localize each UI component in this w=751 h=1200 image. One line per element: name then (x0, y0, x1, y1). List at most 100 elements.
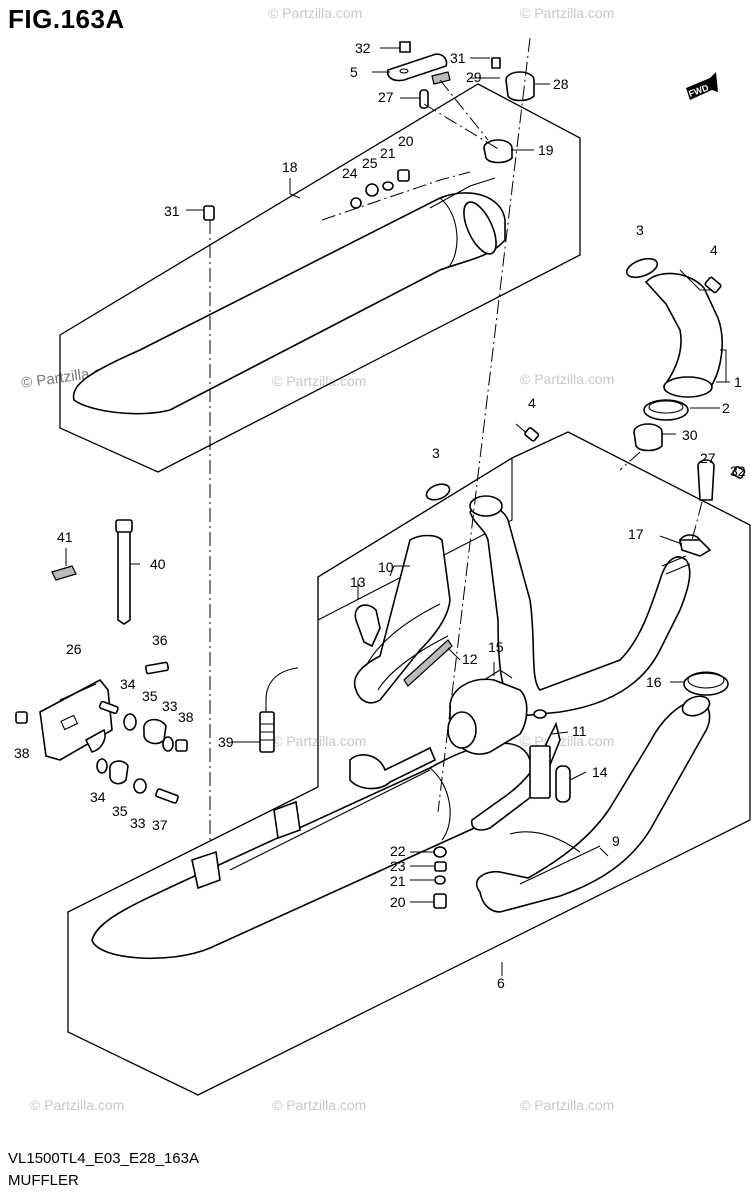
callout-12: 14 (592, 764, 608, 780)
pad-41 (51, 565, 77, 581)
fwd-arrow-icon: FWD (686, 72, 718, 100)
callout-30: 31 (450, 50, 466, 66)
callout-8: 10 (378, 559, 394, 575)
callout-34-bottom: 34 (90, 789, 106, 805)
bolt-31-upper (203, 205, 215, 221)
lower-muffler-box (67, 431, 751, 1096)
callout-3-upper: 3 (636, 222, 644, 238)
gasket-3-lower (425, 483, 451, 501)
exhaust-pipe-front (475, 695, 711, 913)
callout-10: 12 (462, 651, 478, 667)
upper-muffler (72, 171, 506, 415)
rubber-mounts (15, 711, 188, 804)
bracket-5 (386, 41, 501, 85)
callout-27-top: 27 (378, 89, 394, 105)
callout-41: 41 (57, 529, 73, 545)
callout-32: 32 (355, 40, 371, 56)
callout-33-top: 33 (162, 698, 178, 714)
figure-code: VL1500TL4_E03_E28_163A (8, 1150, 200, 1167)
figure-title: FIG.163A (8, 4, 125, 34)
callout-11: 13 (350, 574, 366, 590)
callout-7: 9 (612, 833, 620, 849)
callout-17: 23 (390, 858, 406, 874)
callout-23: 21 (380, 145, 396, 161)
watermark: © Partzilla.com (268, 5, 362, 21)
callout-21: 19 (538, 142, 554, 158)
callout-38-left: 38 (14, 745, 30, 761)
bracket-11 (354, 604, 381, 648)
callout-28: 28 (553, 76, 569, 92)
upper-muffler-box (59, 83, 581, 473)
exhaust-pipe-rear (469, 495, 691, 717)
sensor-39 (259, 667, 299, 753)
callout-14: 20 (390, 894, 406, 910)
callout-18: 16 (646, 674, 662, 690)
callout-labels: 32 5 31 29 28 27 20 21 25 24 19 18 31 3 … (14, 40, 746, 991)
callout-24: 24 (342, 165, 358, 181)
callout-20: 18 (282, 159, 298, 175)
watermark: © Partzilla.com (520, 5, 614, 21)
callout-27-right: 27 (700, 450, 716, 466)
callout-5: 5 (350, 64, 358, 80)
callout-9: 11 (572, 723, 587, 739)
clamp-2 (643, 399, 689, 421)
callout-22: 20 (398, 133, 414, 149)
lower-muffler (91, 742, 536, 960)
callout-4-upper: 4 (710, 242, 718, 258)
callout-35-bottom: 35 (112, 803, 128, 819)
callout-36: 36 (152, 632, 168, 648)
callout-2: 2 (722, 400, 730, 416)
connector-27-19 (679, 459, 746, 557)
watermark: © Partzilla.com (520, 1097, 614, 1113)
callout-4-lower: 4 (528, 395, 536, 411)
callout-31-right: 32 (730, 463, 746, 479)
hardware-14-17 (433, 846, 447, 909)
callout-13: 15 (488, 639, 504, 655)
watermark: © Partzilla.com (272, 733, 366, 749)
callout-40: 40 (150, 556, 166, 572)
figure-name: MUFFLER (8, 1172, 79, 1189)
callout-29-top: 29 (466, 69, 482, 85)
callout-16: 22 (390, 843, 406, 859)
callout-39: 39 (218, 734, 234, 750)
bolt-4-lower (515, 423, 540, 442)
watermark: © Partzilla.com (30, 1097, 124, 1113)
exhaust-chamber (447, 669, 528, 755)
callout-6: 6 (497, 975, 505, 991)
callout-1: 1 (734, 374, 742, 390)
callout-19: 17 (628, 526, 644, 542)
callout-31-left: 31 (164, 203, 180, 219)
callout-33-bottom: 33 (130, 815, 146, 831)
watermark: © Partzilla.com (272, 373, 366, 389)
connector-27-upper (419, 89, 429, 109)
callout-26: 26 (66, 641, 82, 657)
callout-37: 37 (152, 817, 168, 833)
callout-38-right: 38 (178, 709, 194, 725)
heat-shield-box (317, 457, 513, 621)
watermark: © Partzilla.com (520, 371, 614, 387)
bracket-26 (39, 661, 170, 761)
alignment-lines (209, 37, 703, 840)
clamp-28 (505, 71, 535, 102)
callout-34-top: 34 (120, 676, 136, 692)
gasket-3-upper (625, 257, 659, 279)
connector-29-right (633, 423, 663, 452)
clamp-18 (683, 671, 729, 696)
gasket-10 (403, 639, 453, 687)
callout-3-lower: 3 (432, 445, 440, 461)
callout-29-right: 30 (682, 427, 698, 443)
callout-25: 25 (362, 155, 378, 171)
heat-shield-8 (353, 534, 451, 704)
cushion-12 (555, 765, 571, 803)
pipe-1 (644, 269, 723, 398)
plate-9 (529, 745, 551, 799)
callout-35-top: 35 (142, 688, 158, 704)
fwd-label: FWD (687, 82, 710, 99)
watermark: © Partzilla.com (272, 1097, 366, 1113)
callout-15: 21 (390, 873, 406, 889)
hardware-22-25 (350, 169, 410, 209)
leader-lines (65, 47, 730, 976)
watermark: © Partzilla.com (520, 733, 614, 749)
tie-strap-40 (115, 519, 133, 625)
